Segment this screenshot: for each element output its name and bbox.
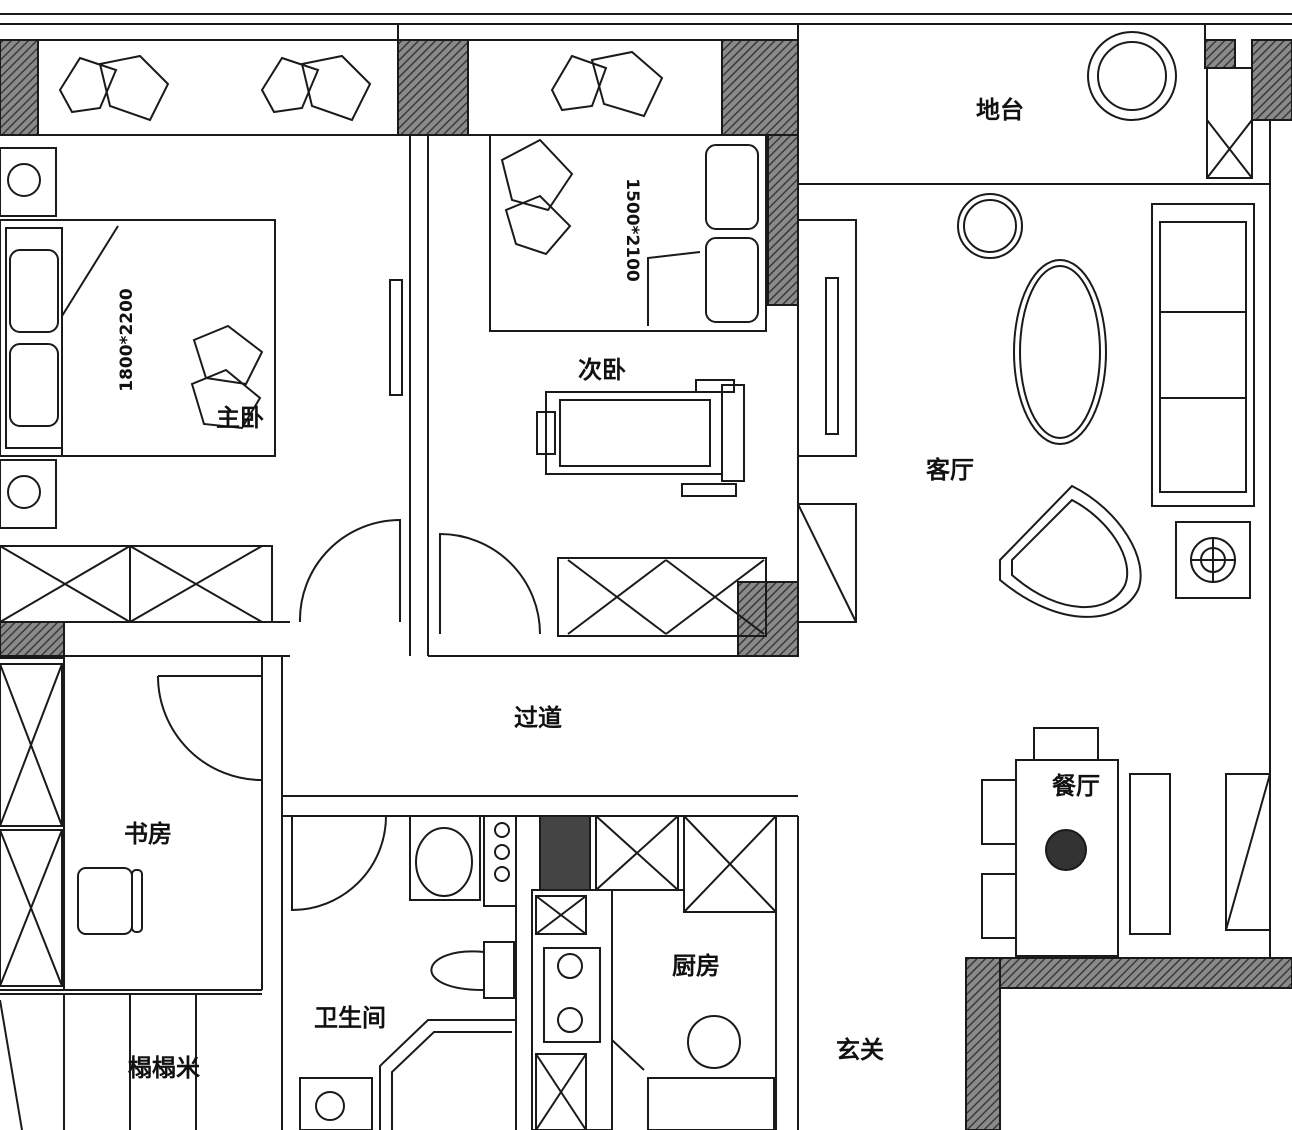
- treadmill: [545, 391, 723, 475]
- room-label-kitchen: 厨房: [672, 952, 720, 980]
- room-label-master-bedroom: 主卧: [216, 404, 264, 432]
- floor-lamp: [1175, 521, 1251, 599]
- room-label-bathroom: 卫生间: [314, 1004, 386, 1032]
- room-label-dining-room: 餐厅: [1052, 772, 1100, 800]
- floor-drain: [299, 1077, 373, 1130]
- room-label-study: 书房: [124, 820, 172, 848]
- room-label-living-room: 客厅: [926, 456, 974, 484]
- room-label-terrace: 地台: [976, 96, 1024, 124]
- tv-master: [389, 279, 403, 396]
- nightstand-bottom: [0, 459, 57, 529]
- tv-second: [825, 277, 839, 435]
- master-bed-dimension: 1800*2200: [117, 288, 137, 392]
- lounge-chair: [999, 484, 1142, 618]
- coffee-table: [1013, 259, 1107, 445]
- room-label-second-bedroom: 次卧: [578, 356, 626, 384]
- desk-chair: [77, 867, 133, 935]
- cushions: [58, 50, 664, 430]
- person: [687, 1015, 741, 1069]
- washbasin: [409, 815, 481, 901]
- armchair-terrace: [1087, 31, 1177, 121]
- second-bed-dimension: 1500*2100: [622, 178, 642, 282]
- stove: [543, 947, 601, 1043]
- side-table: [957, 193, 1023, 259]
- room-label-tatami: 榻榻米: [128, 1054, 200, 1082]
- room-label-entrance: 玄关: [836, 1036, 884, 1064]
- wardrobe-master: [0, 545, 273, 623]
- master-bed: [0, 219, 276, 457]
- sofa: [1151, 203, 1255, 507]
- room-label-corridor: 过道: [514, 704, 562, 732]
- toilet: [430, 941, 515, 999]
- nightstand-top: [0, 147, 57, 217]
- wardrobe-second: [557, 557, 767, 637]
- plant: [1045, 829, 1087, 871]
- second-bed: [489, 134, 767, 332]
- cabinet-dining: [1225, 773, 1271, 931]
- wall-columns: [0, 39, 1292, 1130]
